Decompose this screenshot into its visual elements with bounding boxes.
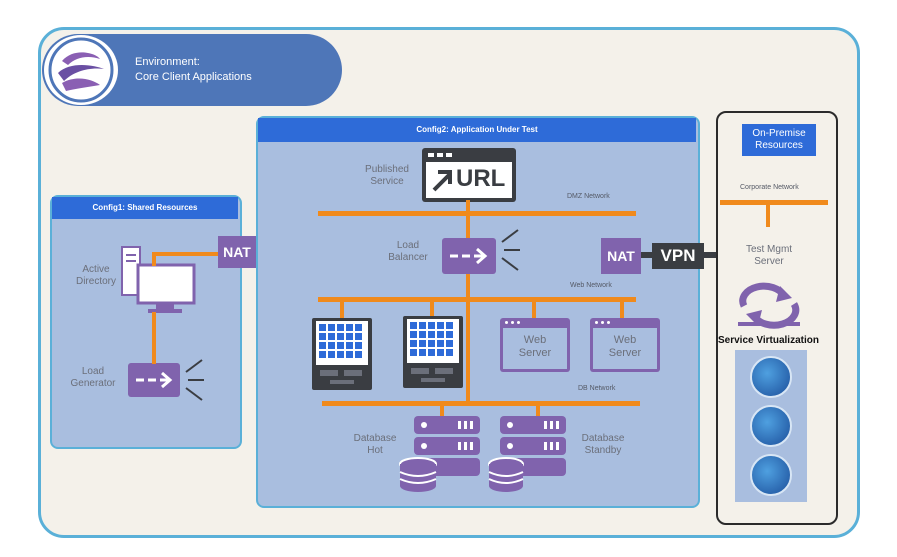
web-drop-2 bbox=[430, 299, 434, 317]
test-mgmt-line-2: Server bbox=[754, 256, 784, 267]
virtual-service-icon-3 bbox=[750, 454, 792, 496]
config1-link-drop bbox=[152, 252, 156, 266]
load-generator-line-2: Generator bbox=[70, 378, 116, 389]
published-service-line-2: Service bbox=[370, 176, 404, 187]
signal-icon-lb bbox=[501, 229, 520, 271]
on-premise-title: On-Premise Resources bbox=[742, 124, 816, 156]
database-hot-icon bbox=[399, 416, 480, 492]
app-server-2 bbox=[403, 316, 463, 388]
db-standby-line-2: Standby bbox=[584, 445, 622, 456]
published-service-line-1: Published bbox=[365, 164, 409, 175]
web-server-1-line-1: Web bbox=[523, 334, 547, 346]
url-to-dmz-link bbox=[466, 200, 470, 214]
window-dot-2 bbox=[437, 153, 443, 157]
signal-icon-left bbox=[185, 359, 204, 401]
environment-title: Environment: Core Client Applications bbox=[135, 55, 252, 85]
nat-vpn-link bbox=[641, 252, 653, 258]
load-balancer-line-1: Load bbox=[396, 240, 420, 251]
cursor-arrow-icon bbox=[432, 170, 452, 192]
web-server-1: Web Server bbox=[500, 318, 570, 372]
published-service-label: Published Service bbox=[352, 164, 422, 188]
active-directory-line-1: Active bbox=[82, 264, 110, 275]
load-generator-line-1: Load bbox=[81, 366, 105, 377]
nat-left: NAT bbox=[218, 236, 256, 268]
test-mgmt-label: Test Mgmt Server bbox=[732, 244, 806, 268]
web-drop-3 bbox=[532, 299, 536, 319]
db-hot-line-1: Database bbox=[353, 433, 397, 444]
url-text: URL bbox=[426, 162, 512, 198]
url-browser-window: URL bbox=[422, 148, 516, 202]
environment-line-1: Environment: bbox=[135, 56, 200, 68]
web-drop-4 bbox=[620, 299, 624, 319]
on-premise-line-1: On-Premise bbox=[752, 128, 806, 139]
config1-panel bbox=[50, 195, 242, 449]
db-network-line bbox=[322, 401, 640, 406]
load-generator-label: Load Generator bbox=[60, 366, 126, 390]
dmz-network-label: DMZ Network bbox=[567, 193, 610, 200]
service-virtualization-label: Service Virtualization bbox=[718, 335, 819, 346]
nat-right: NAT bbox=[601, 238, 641, 274]
db-drop-hot bbox=[440, 403, 444, 417]
load-balancer-label: Load Balancer bbox=[378, 240, 438, 264]
window-dot-1 bbox=[428, 153, 434, 157]
workstation-icon bbox=[121, 246, 196, 313]
corporate-network-label: Corporate Network bbox=[740, 184, 799, 191]
sync-icon bbox=[738, 282, 800, 329]
logo-icon bbox=[44, 35, 118, 105]
config1-title: Config1: Shared Resources bbox=[52, 197, 238, 219]
corporate-drop bbox=[766, 205, 770, 227]
db-hot-line-2: Hot bbox=[367, 445, 383, 456]
db-drop-standby bbox=[536, 403, 540, 417]
vpn-tunnel: VPN bbox=[652, 243, 704, 269]
load-generator-device bbox=[128, 363, 180, 397]
web-server-2-line-2: Server bbox=[608, 347, 642, 359]
web-server-2-line-1: Web bbox=[613, 334, 637, 346]
web-drop-1 bbox=[340, 299, 344, 319]
active-directory-label: Active Directory bbox=[66, 264, 126, 288]
db-hot-label: Database Hot bbox=[342, 433, 408, 457]
environment-line-2: Core Client Applications bbox=[135, 71, 252, 83]
db-network-label: DB Network bbox=[578, 385, 616, 392]
db-standby-line-1: Database bbox=[581, 433, 625, 444]
test-mgmt-line-1: Test Mgmt bbox=[745, 244, 793, 255]
web-server-1-line-2: Server bbox=[518, 347, 552, 359]
load-balancer-device bbox=[442, 238, 496, 274]
load-balancer-line-2: Balancer bbox=[388, 252, 428, 263]
database-standby-icon bbox=[488, 416, 566, 492]
web-server-2: Web Server bbox=[590, 318, 660, 372]
config2-title: Config2: Application Under Test bbox=[258, 118, 696, 142]
dmz-network-line bbox=[318, 211, 636, 216]
config1-link-vertical bbox=[152, 312, 156, 364]
vpn-to-onprem-link bbox=[704, 252, 718, 258]
corporate-network-line bbox=[720, 200, 828, 205]
on-premise-line-2: Resources bbox=[755, 140, 803, 151]
config1-link-top bbox=[152, 252, 222, 256]
db-standby-label: Database Standby bbox=[570, 433, 636, 457]
virtual-service-icon-2 bbox=[750, 405, 792, 447]
web-network-line bbox=[318, 297, 636, 302]
active-directory-line-2: Directory bbox=[75, 276, 116, 287]
virtual-service-icon-1 bbox=[750, 356, 792, 398]
dmz-to-lb-link bbox=[466, 214, 470, 238]
app-server-1 bbox=[312, 318, 372, 390]
web-network-label: Web Network bbox=[570, 282, 612, 289]
window-dot-3 bbox=[446, 153, 452, 157]
backbone-vertical bbox=[466, 274, 470, 404]
